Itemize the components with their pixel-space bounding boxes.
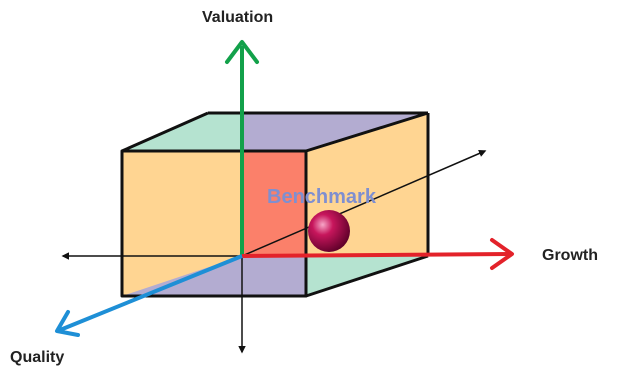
growth-axis-label: Growth (542, 247, 598, 264)
axis-growth (241, 238, 514, 270)
axis-depth (241, 149, 487, 257)
benchmark-label: Benchmark (267, 186, 376, 208)
cube-edge-top-right (305, 111, 429, 153)
cube-front-top-right (242, 151, 306, 256)
cube-edge-top-left (121, 111, 209, 153)
cube-edges (120, 111, 430, 298)
cube-top-face-lavender (242, 113, 428, 151)
cube-edge-bottom-right (305, 254, 429, 298)
cube-bottom-face-mint (242, 256, 428, 296)
axis-quality (55, 254, 243, 337)
cube-front-top-left (122, 151, 242, 256)
cube-edge-front (120, 149, 308, 298)
quality-axis-label: Quality (10, 349, 65, 366)
axis-valuation (225, 40, 259, 256)
benchmark-marker (308, 210, 350, 252)
cube-top-face-back-left (122, 113, 242, 151)
valuation-axis-label: Valuation (202, 9, 274, 26)
